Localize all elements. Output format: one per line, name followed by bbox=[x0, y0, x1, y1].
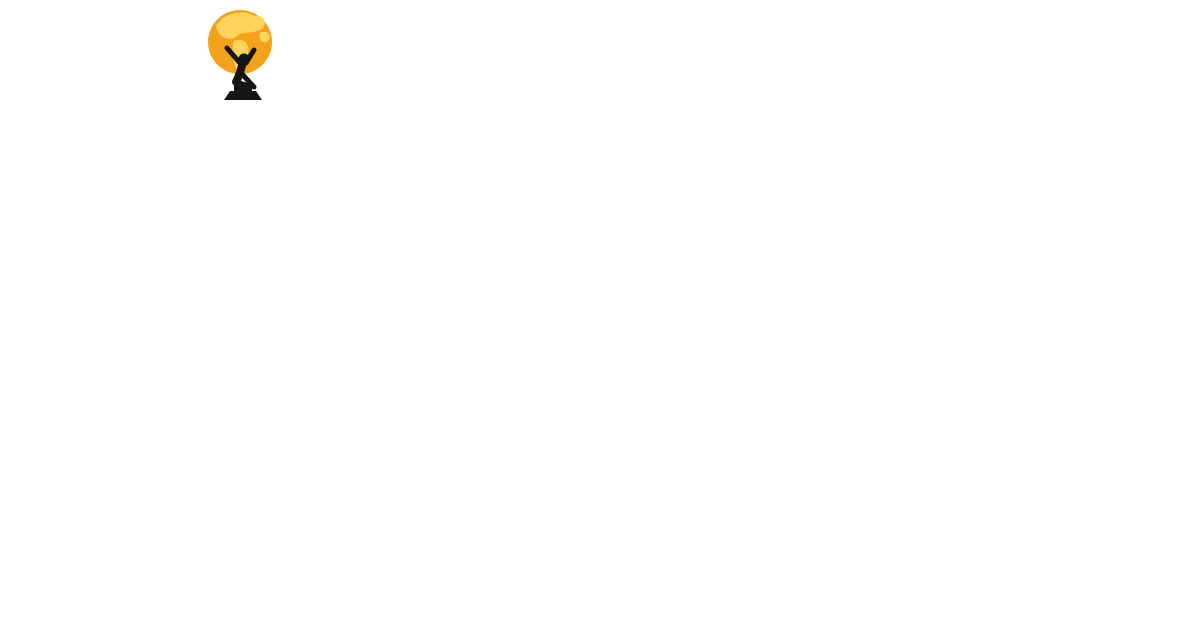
lifted-logo bbox=[170, 2, 310, 100]
atlas-globe-icon bbox=[208, 10, 272, 100]
